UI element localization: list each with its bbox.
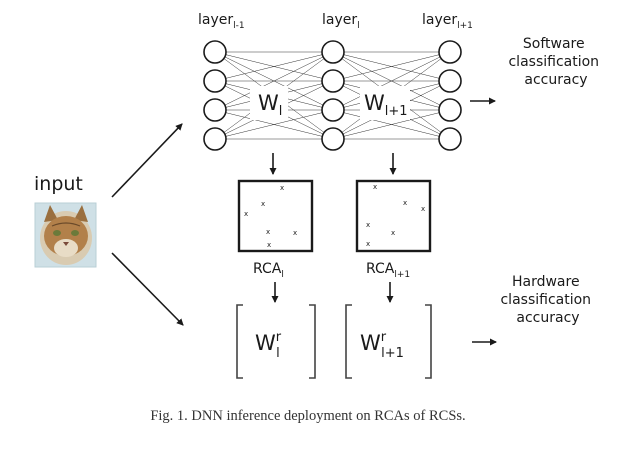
svg-text:x: x: [244, 210, 248, 218]
connection-line: [214, 51, 334, 111]
connection-line: [332, 51, 451, 82]
rca-l-plus-1-label: RCAl+1: [366, 261, 410, 280]
svg-text:x: x: [373, 183, 377, 191]
connection-line: [214, 109, 334, 140]
svg-text:x: x: [391, 229, 395, 237]
svg-text:x: x: [293, 229, 297, 237]
weight-w-l: Wl: [258, 91, 282, 119]
svg-text:x: x: [403, 199, 407, 207]
neuron-node: [203, 127, 227, 151]
arrow-input-to-hardware: [111, 252, 184, 326]
rca-l-marks: x x x x x x: [244, 184, 297, 249]
weight-w-l-plus-1: Wl+1: [364, 91, 408, 119]
rca-l-box: [237, 179, 314, 253]
hardware-accuracy-label: Hardware classification accuracy: [500, 274, 595, 326]
arrow-input-to-network: [111, 123, 183, 198]
bracket-right-a: [309, 304, 316, 379]
neuron-node: [203, 40, 227, 64]
layer-l-label: layerl: [322, 12, 360, 31]
neuron-node: [321, 69, 345, 93]
cat-image: [34, 202, 97, 268]
svg-text:x: x: [421, 205, 425, 213]
svg-text:x: x: [266, 228, 270, 236]
connection-line: [214, 51, 334, 82]
neurons: [203, 40, 462, 151]
neuron-node: [321, 40, 345, 64]
neuron-node: [438, 127, 462, 151]
connection-line: [332, 109, 451, 140]
layer-l-plus-1-label: layerl+1: [422, 12, 473, 31]
bracket-left-a: [236, 304, 243, 379]
w-l-plus-1-backing: [360, 86, 410, 120]
layer-l-minus-1-label: layerl-1: [198, 12, 245, 31]
neuron-node: [203, 69, 227, 93]
svg-text:x: x: [267, 241, 271, 249]
neuron-node: [321, 98, 345, 122]
neuron-node: [438, 69, 462, 93]
svg-text:x: x: [280, 184, 284, 192]
rca-l-label: RCAl: [253, 261, 284, 280]
rca-l-plus-1-box: [355, 179, 432, 253]
bracket-left-b: [345, 304, 352, 379]
w-l-backing: [250, 86, 288, 120]
neuron-node: [321, 127, 345, 151]
input-label: input: [34, 173, 83, 195]
svg-text:x: x: [366, 240, 370, 248]
software-accuracy-label: Software classification accuracy: [508, 36, 603, 88]
rca-l-plus-1-marks: x x x x x x: [366, 183, 425, 248]
svg-text:x: x: [366, 221, 370, 229]
figure-caption: Fig. 1. DNN inference deployment on RCAs…: [150, 408, 465, 424]
connection-line: [332, 51, 451, 111]
bracket-right-b: [425, 304, 432, 379]
neuron-node: [438, 98, 462, 122]
neuron-node: [438, 40, 462, 64]
svg-text:x: x: [261, 200, 265, 208]
neuron-node: [203, 98, 227, 122]
